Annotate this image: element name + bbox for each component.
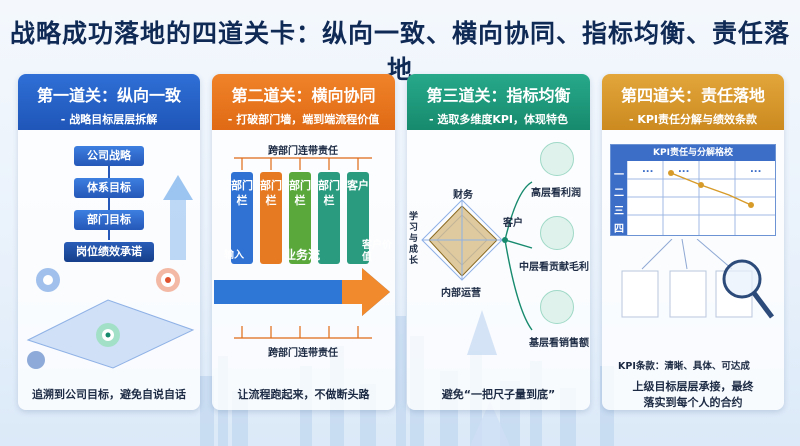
card-footer: 追溯到公司目标，避免自说自话 [32,388,186,401]
bottom-joint-responsibility-label: 跨部门连带责任 [268,348,338,359]
input-label: 输入 [224,250,244,261]
card-header: 第一道关：纵向一致 - 战略目标层层拆解 [18,74,200,130]
level-top: 高层看利润 [531,188,581,199]
row-label: 二 [614,188,624,199]
card-header: 第三道关：指标均衡 - 选取多维度KPI，体现特色 [407,74,590,130]
customer-column: 客户 [347,172,369,264]
radar-axis-internal: 内部运营 [441,288,481,299]
flow-illustration [214,157,390,339]
gate-card-balanced: 第三道关：指标均衡 - 选取多维度KPI，体现特色 财务 客户 内部运营 学习与… [407,74,590,410]
level-bottom: 基层看销售额 [529,338,589,349]
gate-card-vertical: 第一道关：纵向一致 - 战略目标层层拆解 公司战略 体系目标 部门目标 岗位绩效… [18,74,200,410]
card-footer: 避免“一把尺子量到底” [441,388,556,401]
department-column: 部门栏 [260,172,282,264]
row-label: 一 [614,170,624,181]
gate-card-horizontal: 第二道关：横向协同 - 打破部门墙，端到端流程价值 跨部门连带责任 部门栏 部门… [212,74,395,410]
customer-value-label: 客户价值 [362,240,392,263]
cascade-illustration [26,166,195,369]
card-footer: 让流程跑起来，不做断头路 [237,388,370,401]
card-header: 第二道关：横向协同 - 打破部门墙，端到端流程价值 [212,74,395,130]
card-heading: 第三道关：指标均衡 [426,86,571,105]
department-column: 部门栏 [289,172,311,264]
gate-card-accountability: 第四道关：责任落地 - KPI责任分解与绩效条款 KPI责任与分解格校 一 二 … [602,74,784,410]
card-subheading: - KPI责任分解与绩效条款 [628,113,758,126]
card-heading: 第一道关：纵向一致 [36,86,181,105]
cell-mark: ... [750,164,762,175]
cell-mark: ... [678,164,690,175]
card-footer-line1: 上级目标层层承接，最终 [632,380,754,393]
kpi-clause-label: KPI条款：清晰、具体、可达成 [618,361,750,372]
kpi-table: KPI责任与分解格校 [610,144,776,236]
top-joint-responsibility-label: 跨部门连带责任 [268,146,338,157]
card-subheading: - 选取多维度KPI，体现特色 [428,113,569,126]
card-footer-line2: 落实到每个人的合约 [643,396,743,409]
card-subheading: - 战略目标层层拆解 [60,113,158,126]
radar-chart [421,181,533,355]
page-title: 战略成功落地的四道关卡：纵向一致、横向协同、指标均衡、责任落地 [9,19,790,84]
row-label: 三 [614,206,624,217]
department-column: 部门栏 [318,172,340,264]
radar-axis-customer: 客户 [503,218,523,229]
level-company-strategy: 公司战略 [74,146,144,166]
person-icon [540,290,574,324]
card-heading: 第二道关：横向协同 [231,86,376,105]
kpi-table-title: KPI责任与分解格校 [611,145,775,161]
card-heading: 第四道关：责任落地 [620,86,765,105]
radar-axis-learning: 学习与成长 [409,212,419,266]
kpi-table-grid [611,161,775,235]
level-department-goal: 部门目标 [74,210,144,230]
growth-chart-icon [540,142,574,176]
contract-docs-illustration [621,239,774,319]
person-icon [540,216,574,250]
department-column: 部门栏 [231,172,253,264]
level-middle: 中层看贡献毛利 [519,262,589,273]
radar-axis-finance: 财务 [453,190,473,201]
business-flow-label: 业务流 [284,248,321,262]
level-system-goal: 体系目标 [74,178,144,198]
card-subheading: - 打破部门墙，端到端流程价值 [227,113,380,126]
row-label: 四 [614,224,624,235]
cell-mark: ... [642,164,654,175]
card-header: 第四道关：责任落地 - KPI责任分解与绩效条款 [602,74,784,130]
level-position-commitment: 岗位绩效承诺 [64,242,154,262]
